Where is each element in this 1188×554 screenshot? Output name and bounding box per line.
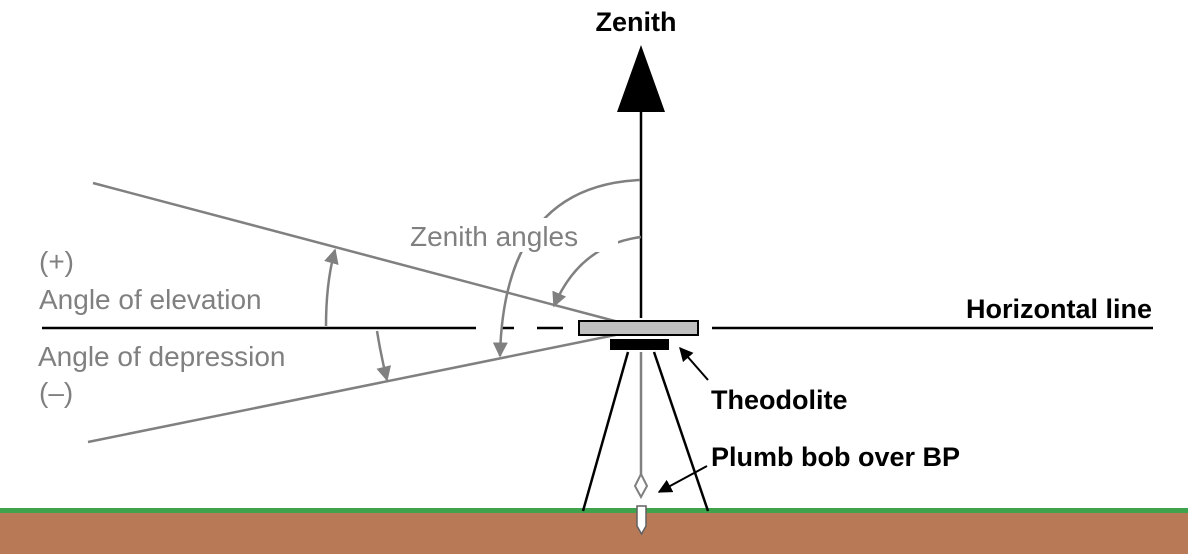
horizontal-line-label: Horizontal line [966, 294, 1152, 324]
angle-of-elevation-label: Angle of elevation [39, 284, 262, 315]
zenith-angle-arc-small [552, 235, 642, 308]
theodolite-plate [578, 320, 699, 336]
benchmark-stake-icon [636, 505, 647, 536]
plus-sign-label: (+) [39, 246, 74, 277]
zenith-arrow-icon [617, 45, 665, 112]
zenith-angles-label: Zenith angles [410, 221, 578, 252]
plumb-bob-label: Plumb bob over BP [711, 442, 960, 472]
elevation-angle-arc [324, 248, 339, 327]
ground-grass [0, 508, 1188, 513]
theodolite-base [610, 339, 669, 350]
tripod [581, 351, 710, 512]
plumb-bob-icon [633, 471, 649, 500]
angle-of-depression-label: Angle of depression [38, 341, 286, 372]
depression-sight-line [87, 330, 631, 444]
elevation-sight-line [92, 181, 631, 327]
theodolite-label: Theodolite [711, 385, 848, 415]
minus-sign-label: (–) [39, 377, 73, 408]
plumb-bob-pointer [657, 465, 708, 493]
zenith-label: Zenith [596, 7, 677, 37]
zenith-angles-label-bg [406, 218, 618, 252]
ground-soil [0, 512, 1188, 554]
theodolite-pointer [679, 346, 709, 381]
depression-angle-arc [375, 330, 392, 382]
